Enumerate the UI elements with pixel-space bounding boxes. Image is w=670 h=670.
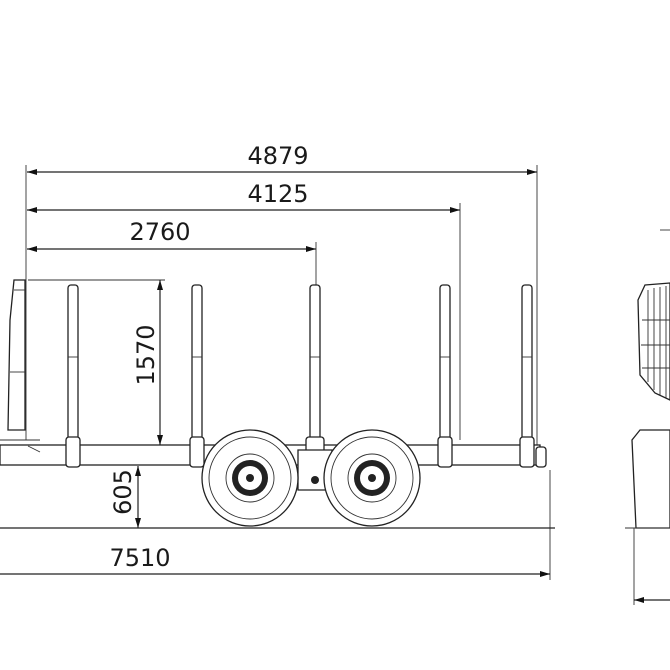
dimension-label-7510: 7510 bbox=[109, 544, 170, 572]
rear-view-body bbox=[625, 229, 670, 605]
dimension-label-605: 605 bbox=[109, 469, 137, 515]
stake bbox=[519, 284, 535, 468]
stake bbox=[65, 284, 81, 468]
dimension-label-4879: 4879 bbox=[247, 142, 308, 170]
stake bbox=[189, 284, 205, 468]
dimension-label-4125: 4125 bbox=[247, 180, 308, 208]
rear-view-grille bbox=[637, 282, 670, 401]
wheel-rear bbox=[323, 429, 421, 527]
dimension-label-1570: 1570 bbox=[132, 324, 160, 385]
tail-light bbox=[535, 446, 547, 468]
dimension-7510: 7510 bbox=[0, 544, 550, 577]
dimension-2760: 2760 bbox=[27, 218, 316, 252]
dimension-label-2760: 2760 bbox=[129, 218, 190, 246]
stake bbox=[305, 284, 325, 478]
dimension-1570: 1570 bbox=[132, 280, 163, 445]
extension-lines bbox=[25, 165, 551, 580]
dimension-4125: 4125 bbox=[27, 180, 460, 213]
dimension-4879: 4879 bbox=[27, 142, 537, 175]
wheel-front bbox=[201, 429, 299, 527]
stake bbox=[437, 284, 453, 468]
dimension-605: 605 bbox=[109, 466, 141, 528]
headboard bbox=[7, 279, 26, 431]
